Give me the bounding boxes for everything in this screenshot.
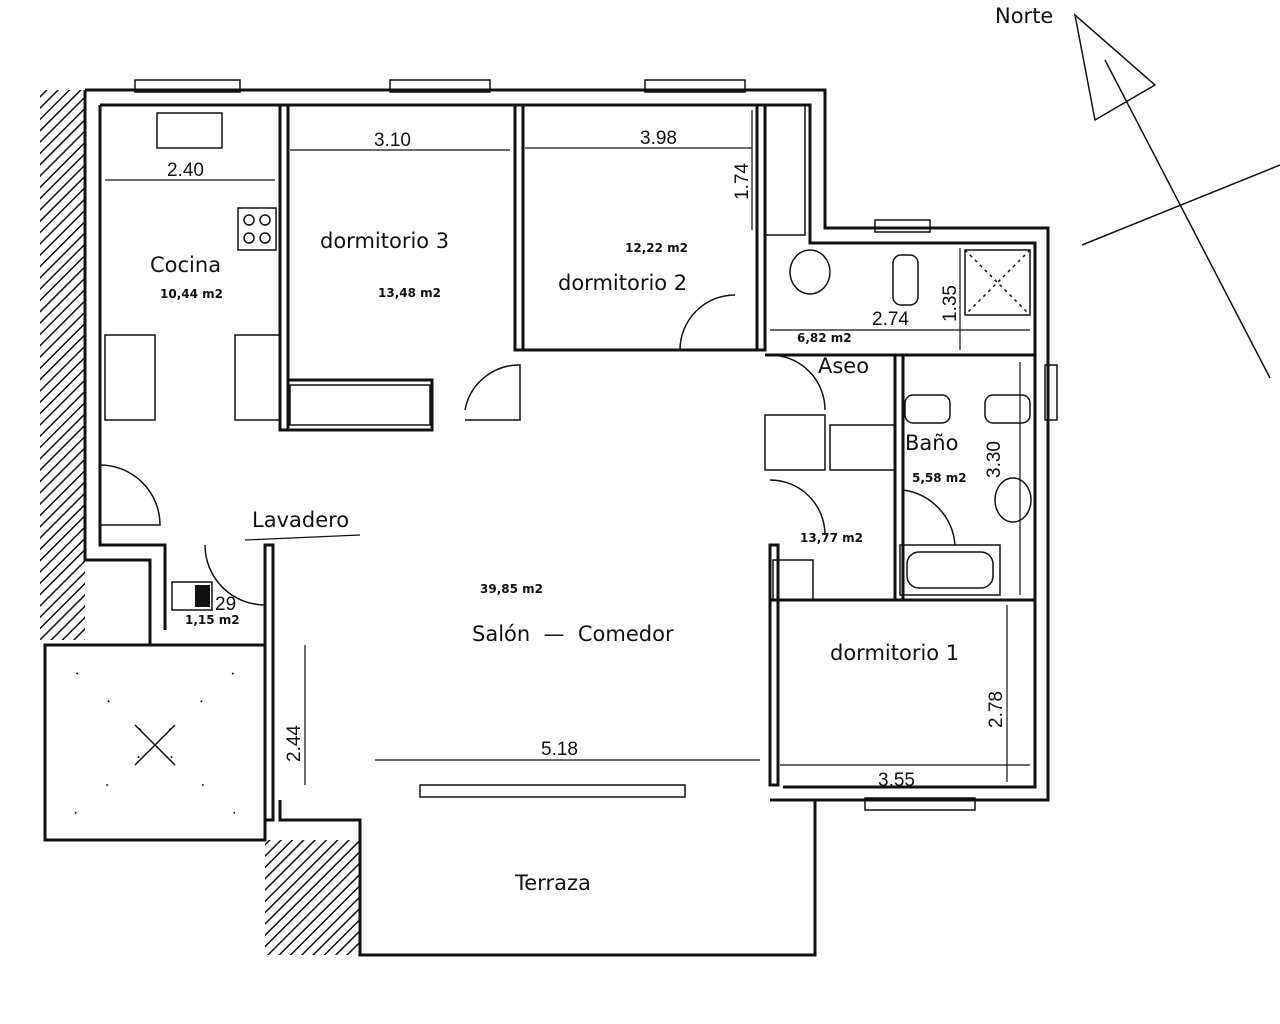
north-label: Norte	[995, 4, 1053, 28]
room-label-terraza: Terraza	[514, 871, 591, 895]
kitchen-sink-icon	[156, 112, 223, 149]
room-label-cocina: Cocina	[150, 253, 221, 277]
dim-salon-width: 5.18	[541, 739, 578, 760]
toilet-icon	[892, 254, 919, 306]
dim-dorm2-width: 3.98	[640, 128, 677, 149]
area-aseo: 6,82 m2	[797, 331, 852, 345]
interior-walls	[104, 103, 1035, 822]
area-cocina: 10,44 m2	[160, 287, 223, 301]
bidet-icon	[984, 394, 1031, 424]
area-salon: 39,85 m2	[480, 582, 543, 596]
area-pasillo: 13,77 m2	[800, 531, 863, 545]
exterior-wall-hatch	[40, 90, 85, 640]
doors	[99, 294, 956, 606]
room-label-aseo: Aseo	[818, 354, 869, 378]
bathtub-icon	[899, 544, 1001, 596]
stove-icon	[237, 207, 277, 251]
dim-bano-length: 3.30	[984, 441, 1005, 478]
dim-dorm3-width: 3.10	[374, 130, 411, 151]
washbasin-icon	[789, 249, 831, 295]
dim-dorm2-closet: 1.74	[732, 163, 753, 200]
area-lavadero: 1,15 m2	[185, 613, 240, 627]
windows	[134, 79, 1058, 811]
washbasin-icon	[994, 477, 1032, 523]
dim-aseo-depth: 1.35	[940, 285, 961, 322]
dim-lavadero: 29	[215, 594, 236, 615]
toilet-icon	[904, 394, 951, 424]
room-label-lavadero: Lavadero	[252, 508, 349, 532]
fixtures	[156, 112, 1032, 611]
room-label-dormitorio-1: dormitorio 1	[830, 641, 959, 665]
patio-skylight	[43, 643, 267, 842]
outer-walls	[83, 88, 1050, 957]
north-arrow-icon	[1073, 13, 1280, 379]
dim-salon-side: 2.44	[284, 725, 305, 762]
room-label-dormitorio-3: dormitorio 3	[320, 229, 449, 253]
room-label-bano: Baño	[905, 431, 958, 455]
room-label-salon-comedor: Salón — Comedor	[472, 622, 674, 646]
dim-dorm1-depth: 2.78	[986, 691, 1007, 728]
area-dormitorio-2: 12,22 m2	[625, 241, 688, 255]
dim-aseo-width: 2.74	[872, 309, 909, 330]
area-bano: 5,58 m2	[912, 471, 967, 485]
shower-icon	[964, 249, 1031, 316]
room-label-dormitorio-2: dormitorio 2	[558, 271, 687, 295]
exterior-wall-hatch	[265, 840, 360, 955]
dim-dorm1-width: 3.55	[878, 770, 915, 791]
area-dormitorio-3: 13,48 m2	[378, 286, 441, 300]
dimension-lines	[105, 110, 1030, 785]
laundry-sink-icon	[171, 581, 213, 611]
dim-cocina-width: 2.40	[167, 160, 204, 181]
